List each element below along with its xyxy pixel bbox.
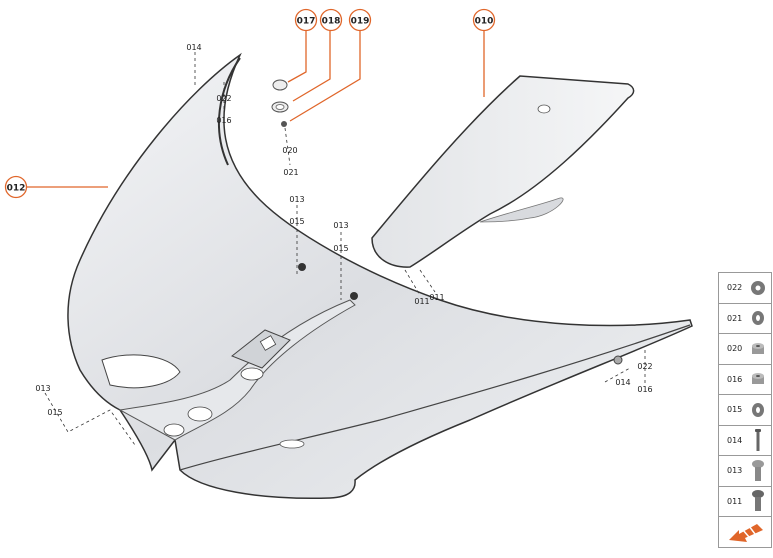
callout-label: 012 (7, 184, 26, 194)
legend-code: 013 (727, 466, 743, 476)
callout-012[interactable]: 012 (4, 175, 28, 199)
legend-item-020[interactable]: 020 (719, 334, 771, 365)
legend-item-014[interactable]: 014 (719, 426, 771, 456)
screw-icon (752, 459, 764, 481)
legend-code: 022 (727, 283, 743, 293)
legend-code: 021 (727, 313, 743, 323)
windscreen (371, 75, 635, 268)
callout-label: 018 (322, 17, 341, 27)
part-label: 021 (283, 168, 298, 177)
nut-019 (281, 121, 287, 127)
callout-019[interactable]: 019 (348, 8, 372, 32)
screw-icon (752, 490, 764, 512)
callout-label: 010 (475, 17, 494, 27)
legend-code: 011 (727, 496, 743, 506)
legend-item-021[interactable]: 021 (719, 304, 771, 334)
washer-icon (752, 402, 764, 417)
legend-item-016[interactable]: 016 (719, 365, 771, 395)
part-label: 013 (35, 384, 50, 393)
part-label: 014 (186, 43, 201, 52)
orange-arrow-icon (729, 524, 763, 543)
legend-item-022[interactable]: 022 (719, 273, 771, 304)
legend-code: 015 (727, 405, 743, 415)
legend-code: 016 (727, 374, 743, 384)
grommet-017 (272, 79, 288, 91)
part-label: 011 (429, 293, 444, 302)
callout-018[interactable]: 018 (319, 8, 343, 32)
callout-017[interactable]: 017 (294, 8, 318, 32)
legend-item-013[interactable]: 013 (719, 456, 771, 487)
part-leaders (44, 52, 646, 446)
long-screw-icon (755, 429, 761, 452)
callout-010[interactable]: 010 (472, 8, 496, 32)
callout-label: 019 (351, 17, 370, 27)
part-label: 020 (282, 146, 297, 155)
part-label: 015 (333, 244, 348, 253)
washer-icon (751, 280, 765, 295)
part-label: 016 (216, 116, 231, 125)
legend-item-011[interactable]: 011 (719, 487, 771, 517)
part-label: 011 (414, 297, 429, 306)
part-label: 016 (637, 385, 652, 394)
legend-code: 014 (727, 435, 743, 445)
part-label: 022 (216, 94, 231, 103)
part-label: 015 (289, 217, 304, 226)
part-labels: 014 022 016 020 021 013 015 013 015 011 … (35, 43, 652, 417)
flange-nut-icon (752, 342, 764, 354)
fairing-body (67, 52, 693, 499)
callout-leaders (27, 30, 485, 188)
washer-icon (752, 311, 764, 326)
part-label: 013 (289, 195, 304, 204)
legend-item-015[interactable]: 015 (719, 395, 771, 426)
hardware-legend: 022 021 020 016 015 014 013 011 (718, 272, 772, 548)
part-label: 014 (615, 378, 630, 387)
hardware-parts (271, 79, 289, 127)
flange-nut-icon (752, 373, 764, 385)
part-label: 015 (47, 408, 62, 417)
legend-code: 020 (727, 344, 743, 354)
part-label: 022 (637, 362, 652, 371)
windscreen-hole (537, 104, 551, 114)
next-page-arrow-button[interactable] (719, 517, 771, 548)
part-label: 013 (333, 221, 348, 230)
callout-label: 017 (297, 17, 316, 27)
